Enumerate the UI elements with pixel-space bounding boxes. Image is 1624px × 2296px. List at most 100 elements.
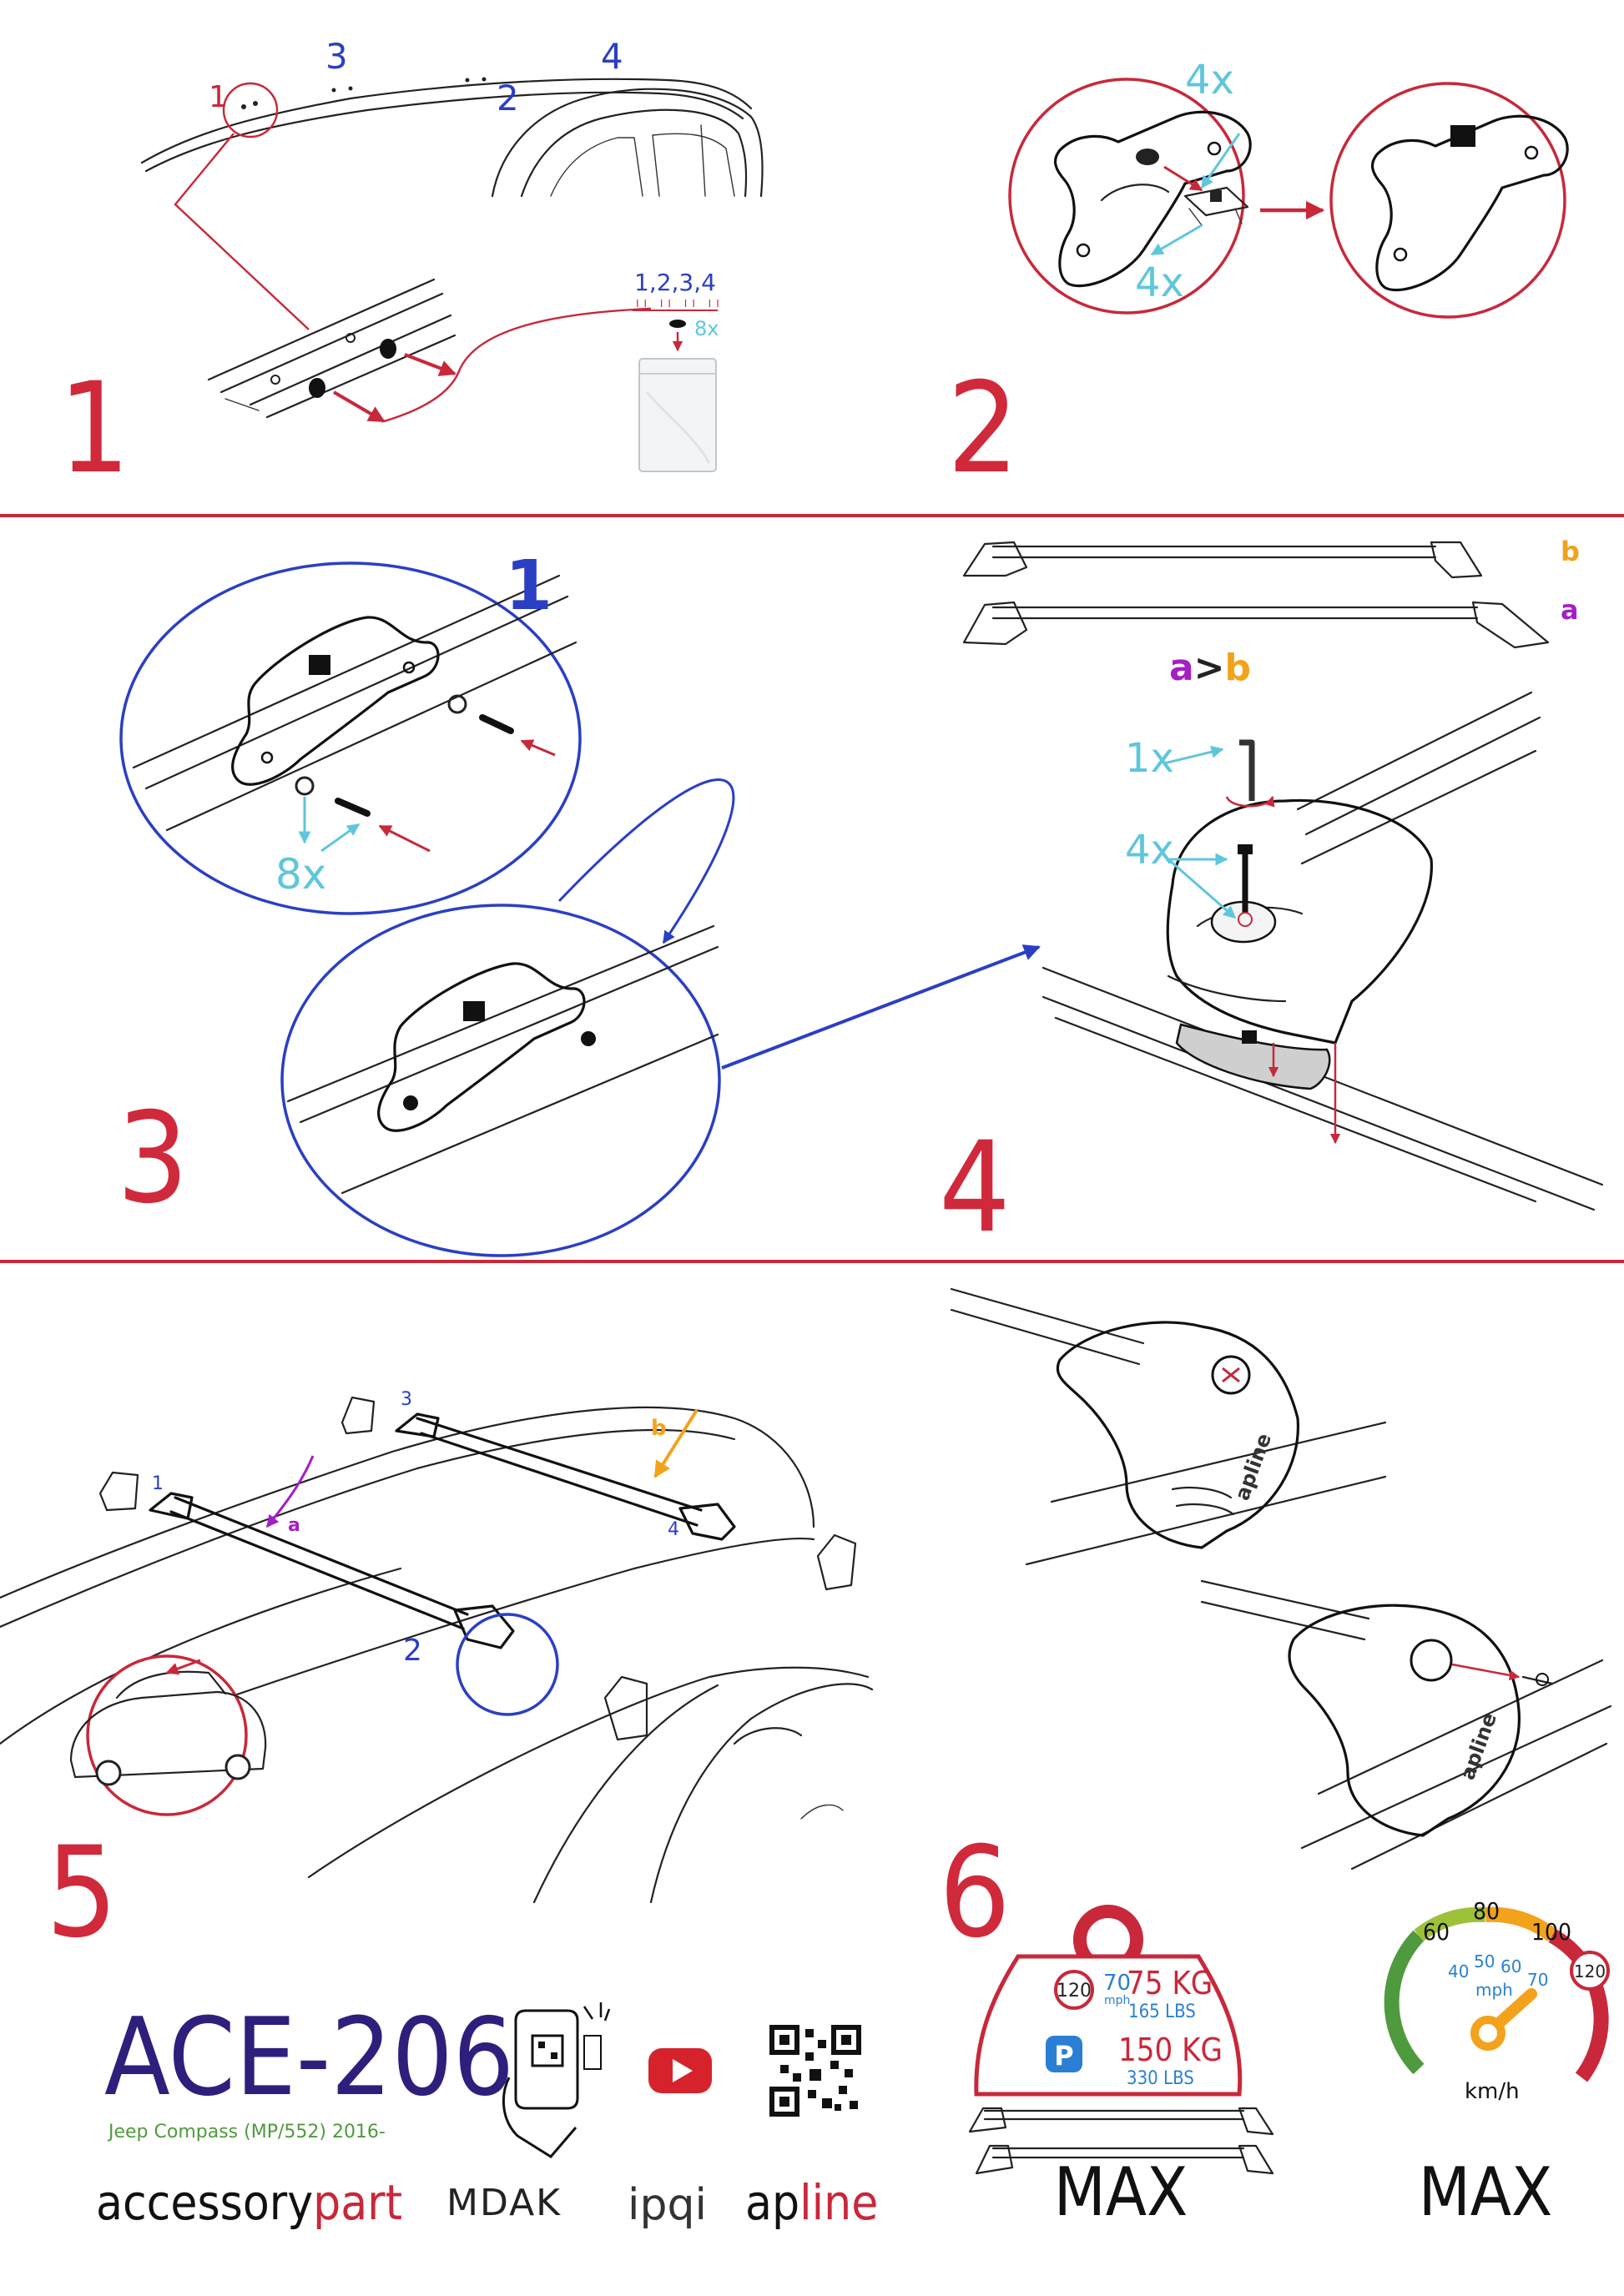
brand-on-foot: apline — [1230, 1430, 1276, 1503]
qty-top: 4x — [1185, 57, 1234, 103]
speed-gauge: 60 80 100 40 50 60 70 mph km/h 120 — [1384, 1897, 1610, 2104]
qty-bottom: 4x — [1135, 259, 1184, 306]
brand-apline: apline — [745, 2174, 878, 2231]
car-overview-icon — [69, 1659, 267, 1786]
bar-a-label: a — [1561, 594, 1579, 626]
panel-2: 4x 4x — [1008, 57, 1569, 319]
rear-bar — [395, 1412, 736, 1541]
bars-max-icon — [968, 2107, 1274, 2175]
order-rule: a>b — [1169, 647, 1251, 689]
gauge-mph-60: 60 — [1500, 1956, 1521, 1976]
car-roof-with-bars — [0, 1406, 874, 1904]
foot-pos-4: 4 — [668, 1519, 679, 1540]
bag-positions: 1,2,3,4 — [634, 269, 716, 296]
speed-limit-sign — [1054, 1970, 1094, 2010]
gauge-mph-50: 50 — [1474, 1951, 1495, 1971]
detail-ellipse-top — [119, 561, 582, 915]
brand-ipqi: ipqi — [628, 2180, 707, 2230]
foot-key-removed: apline — [1200, 1579, 1612, 1871]
order-b: b — [1225, 647, 1252, 689]
step-2-number: 2 — [947, 356, 1019, 501]
footer: ACE-206 Jeep Compass (MP/552) 2016- acce… — [96, 1996, 878, 2231]
foot-pos-2: 2 — [403, 1634, 422, 1668]
panel-4: b a a>b 1x 4x — [962, 536, 1604, 1211]
driving-mph-unit: mph — [1104, 1994, 1130, 2007]
gauge-limit-value: 120 — [1574, 1961, 1606, 1981]
max-load-label: MAX — [1054, 2153, 1188, 2231]
parking-load-kg: 150 KG — [1118, 2032, 1223, 2068]
gauge-mph-40: 40 — [1448, 1961, 1469, 1981]
brand-line: line — [799, 2174, 878, 2231]
vehicle-fitment: Jeep Compass (MP/552) 2016- — [107, 2122, 386, 2142]
max-speed-label: MAX — [1419, 2153, 1553, 2231]
position-badge: 1 — [505, 546, 552, 626]
gauge-100: 100 — [1531, 1918, 1571, 1946]
parking-load-lbs: 330 LBS — [1127, 2068, 1194, 2089]
pos-2-label: 2 — [497, 78, 519, 118]
gauge-80: 80 — [1473, 1897, 1500, 1925]
youtube-icon[interactable] — [648, 2048, 712, 2093]
step-4-number: 4 — [939, 1115, 1011, 1261]
foot-install — [1041, 691, 1604, 1211]
foot-pos-1: 1 — [152, 1473, 164, 1494]
brand-part: part — [313, 2174, 402, 2231]
gauge-mph-70: 70 — [1527, 1970, 1548, 1990]
bracket-mount-bottom — [377, 962, 596, 1132]
panel-5: 1 3 2 4 a b — [0, 1389, 874, 1904]
speed-limit-value: 120 — [1057, 1981, 1092, 2001]
panel-1: 1 3 2 4 1,2,3,4 II II II II 8x — [140, 36, 764, 472]
label-a: a — [288, 1515, 300, 1536]
hex-key-icon — [1239, 739, 1255, 801]
washer-icon — [669, 320, 686, 328]
bag-ticks: II II II II — [636, 298, 724, 310]
gauge-unit: km/h — [1465, 2079, 1520, 2104]
leader-line — [174, 133, 310, 330]
car-roof-illustration — [140, 77, 764, 198]
order-a: a — [1169, 647, 1194, 689]
step-3-number: 3 — [117, 1086, 189, 1231]
after-circle — [1329, 82, 1566, 319]
gauge-mph-unit: mph — [1475, 1980, 1513, 2000]
parking-letter: P — [1054, 2040, 1073, 2072]
before-circle — [1008, 78, 1245, 315]
gauge-limit-sign — [1570, 1951, 1610, 1991]
brand-mdak: MDAK — [446, 2182, 562, 2224]
brand-ap: ap — [745, 2174, 799, 2231]
gauge-60: 60 — [1423, 1918, 1450, 1946]
foot-highlight-circle — [456, 1613, 559, 1716]
bracket-before — [1054, 110, 1252, 288]
bars-ab — [962, 541, 1550, 649]
qty-screws: 8x — [275, 850, 326, 899]
brand-on-foot-2: apline — [1455, 1709, 1501, 1783]
loose-feet — [98, 1396, 857, 1741]
step-1-number: 1 — [58, 356, 130, 501]
detail-circle — [222, 82, 279, 138]
phone-scan-icon[interactable] — [502, 2002, 611, 2158]
pos-1-label: 1 — [209, 80, 228, 114]
bar-b-label: b — [1561, 536, 1580, 567]
order-gt: > — [1194, 647, 1225, 689]
car-overview-circle — [86, 1654, 248, 1816]
washer-icon — [295, 776, 315, 796]
front-bar — [149, 1492, 515, 1649]
step-6-number: 6 — [939, 1820, 1011, 1966]
qty-key: 1x — [1125, 735, 1174, 782]
brand-accessorypart: accessorypart — [96, 2174, 402, 2231]
rail-detail — [207, 278, 456, 419]
foot-locked-top: apline — [950, 1287, 1387, 1566]
label-b: b — [651, 1416, 667, 1441]
qty-bolt: 4x — [1125, 827, 1174, 874]
load-weight-icon: 120 70 mph 75 KG 165 LBS P 150 KG 330 LB… — [974, 1905, 1243, 2097]
parking-icon — [1046, 2036, 1082, 2072]
bracket-after — [1371, 114, 1569, 292]
bag-qty: 8x — [694, 317, 719, 340]
panel-3: 8x 1 — [119, 546, 1041, 1257]
panel-6: apline apline 120 70 mph 75 KG 165 LBS P… — [950, 1287, 1612, 2231]
brand-accessory: accessory — [96, 2174, 313, 2231]
detail-ellipse-bottom — [280, 904, 721, 1257]
qr-code-icon[interactable] — [769, 2025, 861, 2117]
step-5-number: 5 — [46, 1820, 118, 1966]
clip-part — [1183, 186, 1249, 226]
pos-4-label: 4 — [601, 36, 623, 77]
